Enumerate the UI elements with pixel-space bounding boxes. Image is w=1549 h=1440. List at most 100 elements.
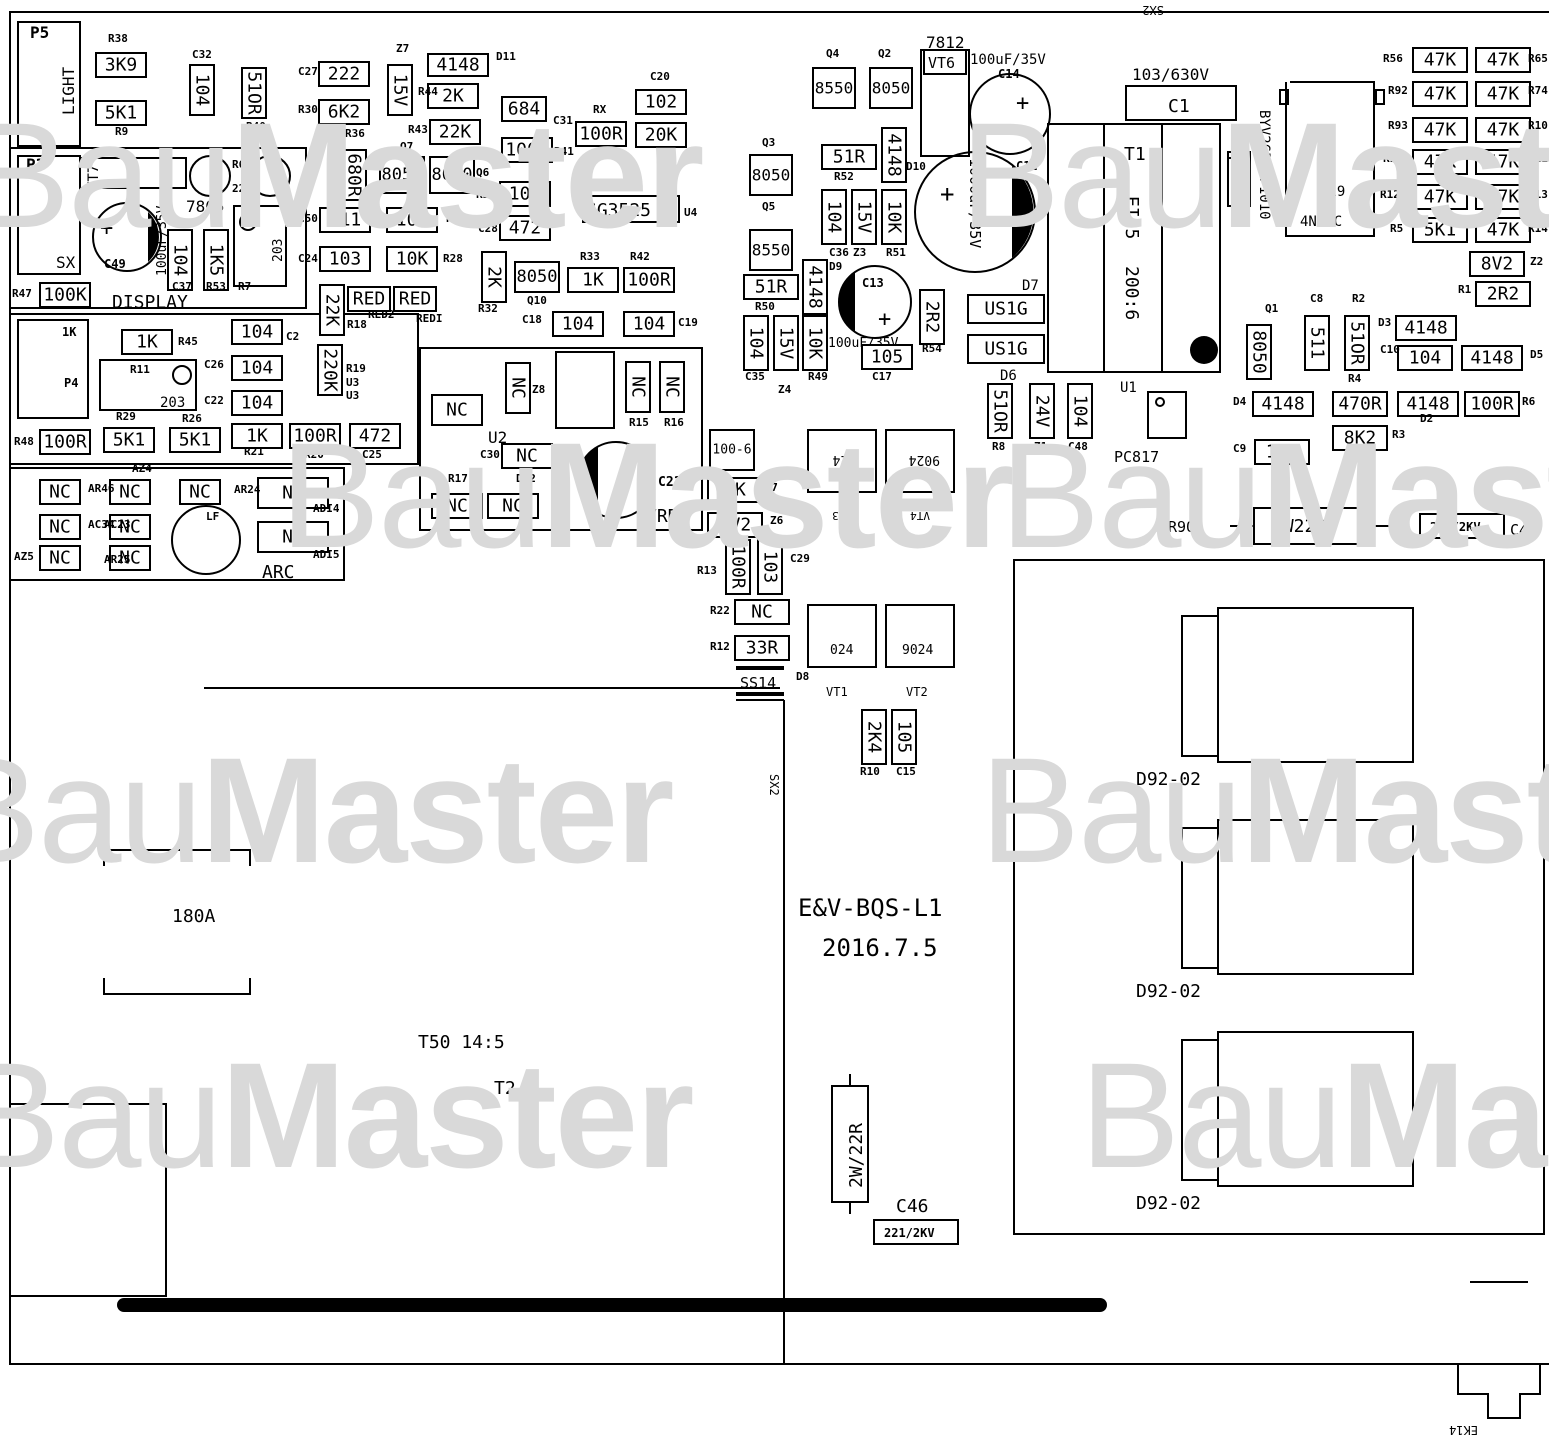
ref-label-51: 22R	[232, 182, 252, 195]
ref-label-64: Z4	[778, 383, 792, 396]
component-80: 103	[1254, 439, 1310, 465]
ic-sg3525-outline	[582, 195, 680, 223]
ref-label-32: REDI	[416, 312, 443, 325]
u1-label: U1	[1120, 380, 1137, 396]
component-value: NC	[446, 496, 468, 517]
component-16: 8050	[869, 67, 913, 109]
d1-part-label: BYV26E/UF1010	[1256, 110, 1272, 220]
ref-label-12: R36	[345, 127, 365, 140]
vrd-block	[419, 347, 703, 531]
component-48: 104	[167, 229, 193, 291]
component-value: 222	[328, 64, 361, 85]
c49-value-label: 100uF/35V	[155, 205, 170, 276]
component-value: NC	[502, 496, 524, 517]
ref-label-104: Z6	[770, 514, 784, 527]
component-3: 51OR	[241, 67, 267, 119]
ref-label-53: Q2	[878, 47, 891, 60]
component-value: 51OR	[1347, 321, 1368, 365]
vt2-value: 9024	[902, 643, 933, 658]
vt6-regulator	[920, 49, 970, 157]
flipped-label-bottom: EK14	[1449, 1423, 1478, 1437]
ref-label-45: R48	[14, 435, 34, 448]
component-1: 5K1	[95, 100, 147, 126]
svg-text:+: +	[1016, 91, 1029, 116]
connector-p3-display	[9, 147, 307, 309]
component-54: 15V	[851, 189, 877, 245]
component-value: 100-6	[712, 443, 751, 458]
ref-label-44: U3	[346, 376, 359, 389]
component-32: RED	[393, 286, 437, 312]
component-37: 104	[231, 319, 283, 345]
component-value: 3K9	[105, 55, 138, 76]
p5-label: P5	[30, 23, 49, 42]
component-34: 104	[623, 311, 675, 337]
component-72: 4148	[1395, 315, 1457, 341]
component-value: NC	[628, 376, 649, 398]
c13-label: C13	[862, 276, 884, 290]
svg-text:+: +	[940, 180, 954, 208]
board-outline	[9, 11, 1549, 1365]
component-value: 51OR	[990, 389, 1011, 433]
ref-label-118: AC23	[104, 518, 131, 531]
component-value: 47K	[1487, 152, 1520, 173]
component-value: 104	[562, 314, 595, 335]
component-value: NC	[189, 482, 211, 503]
transformer-t2-ref: T2	[494, 1078, 516, 1099]
component-value: 10K	[509, 184, 542, 205]
ref-label-1: R9	[115, 125, 128, 138]
component-value: 15V	[854, 201, 875, 234]
component-value: 103	[1266, 442, 1299, 463]
component-value: 104	[192, 74, 213, 107]
ref-label-11: Q6	[476, 166, 490, 179]
component-value: 103	[760, 551, 781, 584]
vt4-label: VT4	[910, 509, 930, 522]
c49-polarity-fill	[148, 212, 159, 262]
ref-label-75: C10	[1380, 343, 1400, 356]
component-69: 8050	[1246, 324, 1272, 380]
component-6: 15V	[387, 64, 413, 116]
regulator-7812-label: 7812	[926, 33, 965, 52]
component-value: 104	[241, 322, 274, 343]
component-71: 51OR	[1344, 315, 1370, 371]
c13-capacitor: +	[838, 265, 912, 339]
ref-label-76: D5	[1530, 348, 1543, 361]
ref-label-68: R8	[992, 440, 1005, 453]
component-97: 100R	[725, 539, 751, 595]
component-78: 100R	[1464, 391, 1520, 417]
p4-top-label: 1K	[62, 325, 77, 339]
ref-label-70: C48	[1068, 440, 1088, 453]
component-68: 104	[1067, 383, 1093, 439]
r11-203-label: 203	[160, 395, 185, 411]
ref-label-65: R49	[808, 370, 828, 383]
ref-label-33: R45	[178, 335, 198, 348]
component-value: 33R	[746, 638, 779, 659]
ref-label-63: C35	[745, 370, 765, 383]
component-value: 47K	[1424, 187, 1457, 208]
reference-designators: R38R9C32R40C27R30Z7R44D11R43Q7Q6R36C31RX…	[12, 32, 1548, 778]
ref-label-86: R56	[1383, 52, 1403, 65]
r90-value-label: 2W22R	[1272, 516, 1326, 537]
component-value: 24V	[1032, 395, 1053, 428]
component-value: RED	[399, 289, 432, 310]
bottom-resistor-label: 2W/22R	[846, 1123, 867, 1188]
component-114: NC	[39, 545, 81, 571]
vrd-label: VRD	[646, 506, 679, 527]
vt6-label: VT6	[928, 54, 955, 72]
component-value: NC	[662, 376, 683, 398]
ref-label-48: R53	[206, 280, 226, 293]
d7-label: D7	[1022, 278, 1039, 294]
component-value: 8050	[382, 165, 423, 185]
ref-label-37: R11	[130, 363, 150, 376]
component-14: 20K	[635, 122, 687, 148]
c12-label: C12	[1016, 159, 1038, 173]
ref-label-41: R20	[304, 448, 324, 461]
component-value: 47K	[1424, 50, 1457, 71]
component-value: 2K4	[864, 721, 885, 754]
ref-label-38: R29	[116, 410, 136, 423]
c45-label: C45	[1510, 521, 1537, 539]
component-36: 1K	[121, 329, 173, 355]
t1-core: EI25	[1121, 196, 1142, 239]
ref-label-14: RX	[593, 103, 607, 116]
c14-capacitor: +	[969, 73, 1051, 155]
